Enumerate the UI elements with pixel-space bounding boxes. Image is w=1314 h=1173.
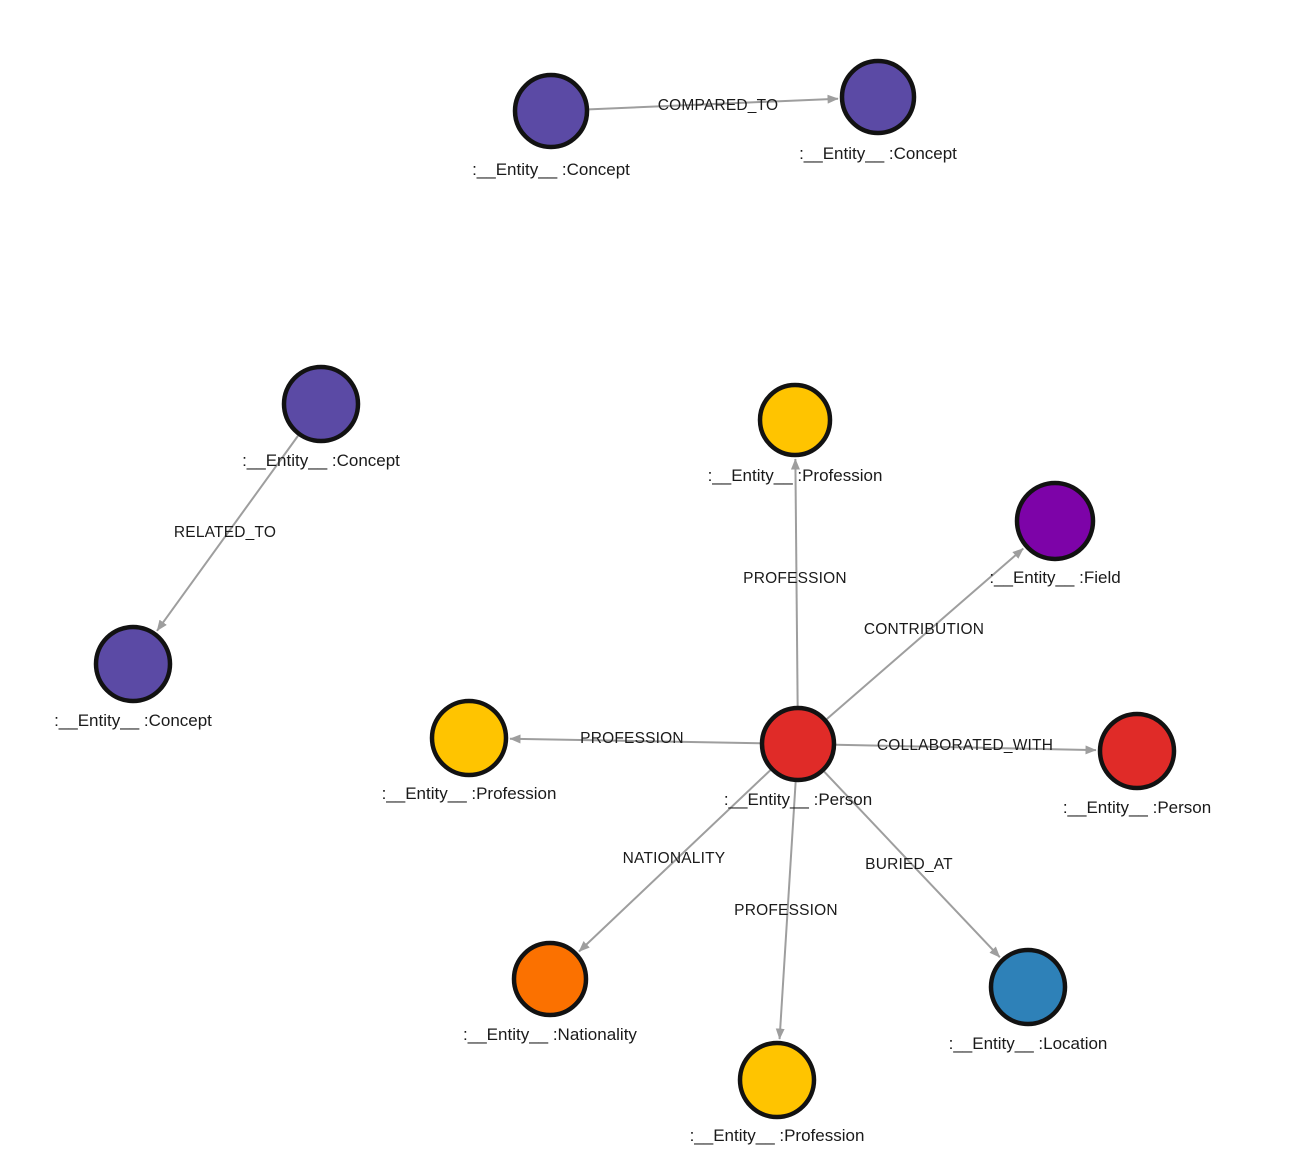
graph-node-profession[interactable] [757, 382, 833, 458]
node-label: :__Entity__ :Concept [799, 144, 957, 163]
graph-node-hit-location[interactable] [991, 950, 1065, 1024]
node-label: :__Entity__ :Nationality [463, 1025, 637, 1044]
graph-node-hit-concept[interactable] [842, 61, 914, 133]
graph-edge[interactable] [835, 743, 1097, 755]
node-label: :__Entity__ :Location [948, 1034, 1108, 1053]
graph-edge[interactable] [823, 770, 1001, 958]
edge-label: NATIONALITY [622, 850, 726, 867]
node-label: :__Entity__ :Person [1062, 798, 1212, 817]
graph-node-concept[interactable] [93, 624, 173, 704]
graph-node-field[interactable] [1014, 480, 1096, 562]
graph-node-hit-concept[interactable] [284, 367, 358, 441]
graph-edge[interactable] [588, 94, 839, 111]
node-label: :__Entity__ :Concept [54, 711, 212, 730]
edge-label: PROFESSION [734, 902, 838, 919]
graph-node-hit-field[interactable] [1017, 483, 1093, 559]
node-label: :__Entity__ :Field [989, 568, 1121, 587]
graph-node-concept[interactable] [839, 58, 917, 136]
edge-label: COLLABORATED_WITH [876, 737, 1054, 754]
node-label: :__Entity__ :Concept [242, 451, 400, 470]
node-label: :__Entity__ :Profession [707, 466, 883, 485]
graph-node-hit-profession[interactable] [760, 385, 830, 455]
edges-layer [156, 94, 1097, 1040]
graph-node-hit-profession[interactable] [740, 1043, 814, 1117]
graph-node-hit-profession[interactable] [432, 701, 506, 775]
graph-node-profession[interactable] [429, 698, 509, 778]
edge-label: COMPARED_TO [657, 97, 779, 114]
node-label: :__Entity__ :Profession [689, 1126, 865, 1145]
graph-edge[interactable] [826, 547, 1024, 720]
edge-label: PROFESSION [743, 570, 847, 587]
edge-label: PROFESSION [580, 730, 684, 747]
graph-node-hit-concept[interactable] [96, 627, 170, 701]
graph-node-hit-concept[interactable] [515, 75, 587, 147]
graph-node-person[interactable] [759, 705, 837, 783]
node-label: :__Entity__ :Person [723, 790, 873, 809]
graph-node-person[interactable] [1097, 711, 1177, 791]
edge-label: RELATED_TO [173, 524, 277, 541]
graph-node-profession[interactable] [737, 1040, 817, 1120]
graph-node-hit-nationality[interactable] [514, 943, 586, 1015]
edge-label: BURIED_AT [865, 856, 953, 873]
graph-node-hit-person[interactable] [1100, 714, 1174, 788]
graph-edge[interactable] [578, 769, 772, 953]
graph-node-concept[interactable] [512, 72, 590, 150]
graph-edge[interactable] [509, 734, 761, 745]
graph-node-location[interactable] [988, 947, 1068, 1027]
graph-edge[interactable] [156, 435, 299, 632]
nodes-layer [93, 58, 1177, 1120]
graph-edge[interactable] [790, 458, 800, 707]
graph-node-concept[interactable] [281, 364, 361, 444]
node-label: :__Entity__ :Profession [381, 784, 557, 803]
graph-edge[interactable] [775, 781, 797, 1040]
graph-node-hit-person[interactable] [762, 708, 834, 780]
node-label: :__Entity__ :Concept [472, 160, 630, 179]
edge-label: CONTRIBUTION [863, 621, 985, 638]
graph-node-nationality[interactable] [511, 940, 589, 1018]
